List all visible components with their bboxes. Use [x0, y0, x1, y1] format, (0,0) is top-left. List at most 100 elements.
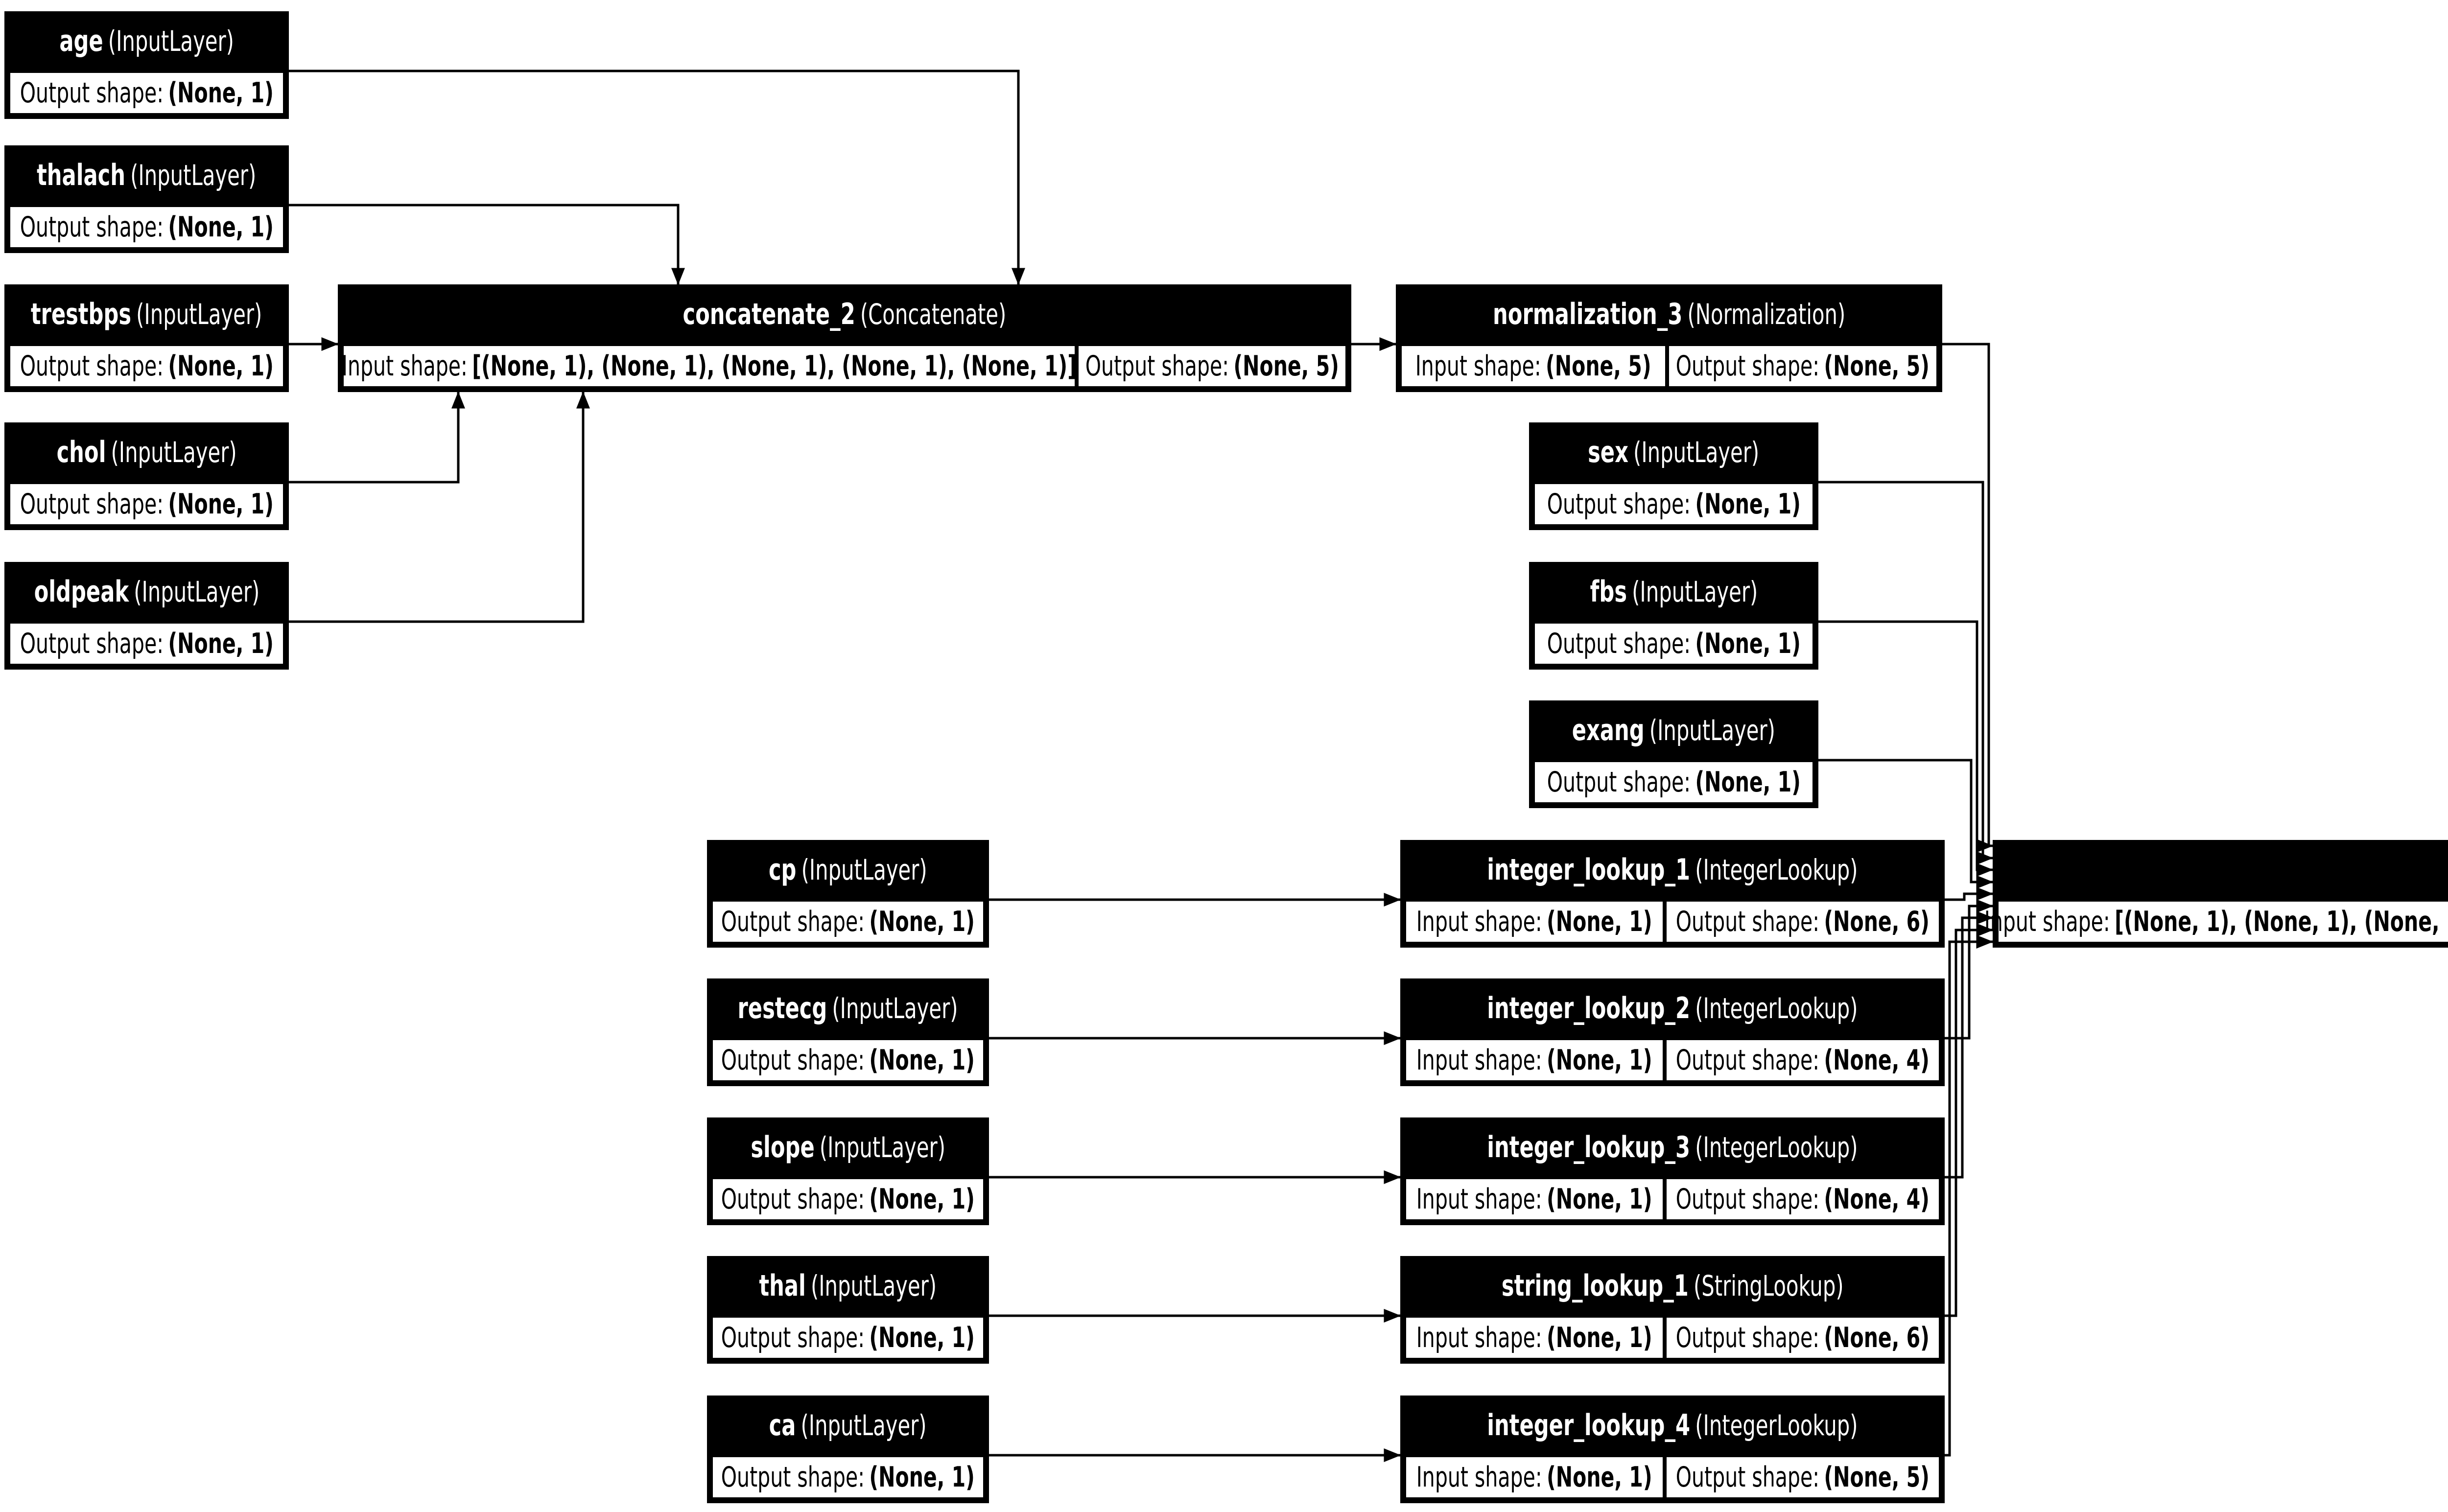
- node-oldpeak: oldpeak(InputLayer) Output shape:(None, …: [4, 562, 289, 670]
- layer-type: (Normalization): [1687, 298, 1846, 331]
- layer-shape-row: Output shape:(None, 1): [8, 482, 285, 526]
- shape-label: Output shape:: [721, 906, 865, 938]
- layer-shape-row: Input shape:[(None, 1), (None, 1), (None…: [342, 344, 1347, 388]
- layer-title: fbs(InputLayer): [1529, 562, 1818, 622]
- layer-shape-row: Output shape:(None, 1): [1533, 760, 1814, 804]
- shape-value: (None, 1): [869, 1461, 975, 1493]
- shape-label: Input shape:: [1416, 906, 1542, 938]
- shape-label: Output shape:: [1547, 766, 1691, 798]
- shape-value: (None, 1): [168, 211, 274, 243]
- shape-value: (None, 5): [1824, 1461, 1930, 1493]
- shape-label: Output shape:: [20, 628, 164, 660]
- edge-integer_lookup_1-to-concatenate_3: [1945, 887, 1994, 901]
- layer-title: integer_lookup_2(IntegerLookup): [1400, 978, 1945, 1038]
- layer-name: cp: [769, 853, 797, 887]
- layer-title: concatenate_2(Concatenate): [338, 284, 1351, 344]
- node-trestbps: trestbps(InputLayer) Output shape:(None,…: [4, 284, 289, 392]
- layer-shape-row: Input shape:(None, 1)Output shape:(None,…: [1404, 1455, 1941, 1499]
- node-thal: thal(InputLayer) Output shape:(None, 1): [707, 1256, 989, 1364]
- shape-label: Output shape:: [1675, 350, 1819, 382]
- layer-shape-row: Output shape:(None, 1): [8, 205, 285, 249]
- shape-value: [(None, 1), (None, 1), (None, 1), (None,…: [2114, 906, 2448, 938]
- layer-shape-row: Output shape:(None, 1): [8, 71, 285, 115]
- shape-label: Output shape:: [20, 211, 164, 243]
- layer-title: thalach(InputLayer): [4, 145, 289, 205]
- shape-cell: Output shape:(None, 5): [1667, 344, 1938, 388]
- layer-title: cp(InputLayer): [707, 840, 989, 900]
- node-concatenate_2: concatenate_2(Concatenate) Input shape:[…: [338, 284, 1351, 392]
- shape-value: (None, 1): [1547, 1461, 1652, 1493]
- shape-value: (None, 1): [1547, 906, 1652, 938]
- shape-cell: Output shape:(None, 5): [1077, 344, 1347, 388]
- shape-value: (None, 1): [869, 1322, 975, 1354]
- shape-label: Output shape:: [721, 1044, 865, 1076]
- layer-title: string_lookup_1(StringLookup): [1400, 1256, 1945, 1316]
- layer-type: (InputLayer): [819, 1131, 945, 1164]
- layer-type: (StringLookup): [1693, 1269, 1844, 1303]
- shape-label: Input shape:: [342, 350, 468, 382]
- node-integer_lookup_3: integer_lookup_3(IntegerLookup) Input sh…: [1400, 1117, 1945, 1225]
- shape-cell: Input shape:(None, 1): [1404, 1177, 1665, 1221]
- layer-title: ca(InputLayer): [707, 1396, 989, 1455]
- shape-label: Output shape:: [1675, 1322, 1819, 1354]
- shape-label: Output shape:: [1675, 1044, 1819, 1076]
- layer-name: integer_lookup_3: [1487, 1130, 1691, 1164]
- layer-title: normalization_3(Normalization): [1396, 284, 1942, 344]
- shape-cell: Output shape:(None, 6): [1664, 900, 1941, 944]
- layer-title: trestbps(InputLayer): [4, 284, 289, 344]
- shape-label: Input shape:: [1416, 1322, 1542, 1354]
- shape-value: (None, 1): [1695, 488, 1801, 520]
- layer-title: concatenate_3(Concatenate): [1993, 840, 2448, 900]
- layer-shape-row: Input shape:(None, 5)Output shape:(None,…: [1400, 344, 1938, 388]
- shape-cell: Output shape:(None, 1): [8, 622, 285, 666]
- edge-fbs-to-concatenate_3: [1818, 620, 1994, 877]
- shape-cell: Input shape:[(None, 1), (None, 1), (None…: [342, 344, 1077, 388]
- edge-string_lookup_1-to-concatenate_3: [1945, 923, 1994, 1317]
- layer-type: (InputLayer): [108, 24, 234, 58]
- layer-shape-row: Output shape:(None, 1): [711, 1038, 985, 1082]
- shape-value: (None, 6): [1824, 906, 1930, 938]
- layer-title: slope(InputLayer): [707, 1117, 989, 1177]
- layer-type: (InputLayer): [133, 575, 259, 608]
- layer-name: sex: [1588, 435, 1629, 469]
- layer-title: restecg(InputLayer): [707, 978, 989, 1038]
- node-integer_lookup_4: integer_lookup_4(IntegerLookup) Input sh…: [1400, 1396, 1945, 1503]
- edge-sex-to-concatenate_3: [1818, 481, 1994, 865]
- shape-cell: Output shape:(None, 4): [1664, 1177, 1941, 1221]
- edge-age-to-concatenate_2: [289, 70, 1025, 285]
- layer-type: (InputLayer): [130, 159, 257, 192]
- shape-value: (None, 1): [1695, 766, 1801, 798]
- edge-integer_lookup_3-to-concatenate_3: [1945, 911, 1994, 1179]
- shape-cell: Output shape:(None, 4): [1664, 1038, 1941, 1082]
- shape-label: Output shape:: [721, 1183, 865, 1215]
- shape-value: (None, 1): [869, 1044, 975, 1076]
- shape-label: Output shape:: [721, 1461, 865, 1493]
- shape-value: (None, 4): [1824, 1044, 1930, 1076]
- shape-label: Output shape:: [1547, 488, 1691, 520]
- shape-value: (None, 1): [1547, 1044, 1652, 1076]
- shape-value: (None, 1): [869, 906, 975, 938]
- shape-value: (None, 6): [1824, 1322, 1930, 1354]
- shape-value: (None, 1): [168, 488, 274, 520]
- layer-name: exang: [1572, 713, 1645, 747]
- layer-type: (InputLayer): [1649, 714, 1776, 747]
- shape-cell: Output shape:(None, 1): [711, 1455, 985, 1499]
- layer-title: sex(InputLayer): [1529, 422, 1818, 482]
- shape-label: Input shape:: [1415, 350, 1541, 382]
- layer-name: thal: [759, 1269, 806, 1303]
- shape-label: Output shape:: [20, 350, 164, 382]
- shape-label: Output shape:: [1547, 628, 1691, 660]
- shape-value: (None, 1): [168, 77, 274, 109]
- layer-shape-row: Output shape:(None, 1): [1533, 482, 1814, 526]
- node-restecg: restecg(InputLayer) Output shape:(None, …: [707, 978, 989, 1086]
- layer-type: (InputLayer): [800, 1409, 927, 1442]
- node-sex: sex(InputLayer) Output shape:(None, 1): [1529, 422, 1818, 530]
- edge-chol-to-concatenate_2: [289, 391, 465, 484]
- layer-name: integer_lookup_2: [1487, 991, 1691, 1025]
- layer-name: concatenate_2: [683, 297, 855, 331]
- layer-name: oldpeak: [34, 575, 129, 609]
- layer-name: integer_lookup_4: [1487, 1408, 1691, 1442]
- layer-title: oldpeak(InputLayer): [4, 562, 289, 622]
- shape-cell: Output shape:(None, 1): [8, 482, 285, 526]
